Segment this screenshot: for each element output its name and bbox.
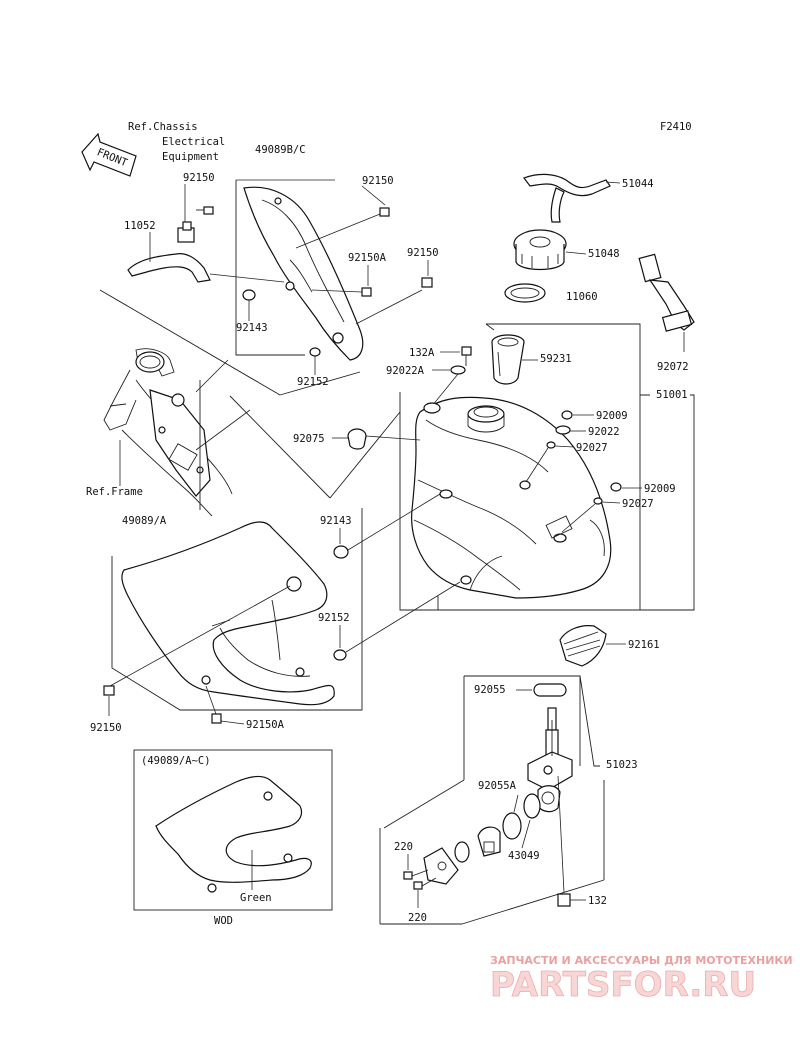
- shroud-bc-box: [235, 180, 305, 356]
- label-132a: 132A: [409, 347, 435, 359]
- grommet-92075-icon: [347, 428, 367, 450]
- bolt-icon: [211, 713, 222, 724]
- label-92150a-a: 92150A: [348, 252, 387, 264]
- label-92009-b: 92009: [644, 483, 676, 495]
- front-arrow-icon: FRONT: [81, 132, 137, 177]
- washer-icon: [555, 425, 571, 435]
- plate-part: [423, 847, 459, 885]
- label-92150-b: 92150: [362, 175, 394, 187]
- ref-chassis-line2: Electrical: [162, 136, 225, 148]
- label-92161: 92161: [628, 639, 660, 651]
- label-92022: 92022: [588, 426, 620, 438]
- screw-icon: [403, 869, 429, 880]
- inset-shroud-part: [155, 775, 312, 883]
- grommet-icon: [333, 545, 349, 559]
- fuel-cap-part: [513, 229, 567, 271]
- bolt-icon: [421, 277, 433, 288]
- label-11052: 11052: [124, 220, 156, 232]
- label-132: 132: [588, 895, 607, 907]
- label-92150-a: 92150: [183, 172, 215, 184]
- bolt-icon: [361, 287, 372, 297]
- shroud-bc-part: [243, 186, 364, 361]
- tank-box-top: [486, 323, 650, 396]
- collar-icon: [309, 347, 321, 357]
- note-49089bc: 49089B/C: [255, 144, 306, 156]
- label-220-b: 220: [408, 912, 427, 924]
- label-51048: 51048: [588, 248, 620, 260]
- lever-part: [477, 826, 501, 857]
- shroud-a-box: [111, 508, 363, 711]
- label-92027-a: 92027: [576, 442, 608, 454]
- inset-title: (49089/A~C): [141, 755, 211, 767]
- label-92027-b: 92027: [622, 498, 654, 510]
- label-92150-c: 92150: [407, 247, 439, 259]
- strap-92072: [638, 253, 695, 332]
- collar-icon: [546, 441, 556, 449]
- oring-92055a: [502, 812, 522, 840]
- label-92143-a: 92143: [236, 322, 268, 334]
- collar-icon: [333, 649, 347, 661]
- gasket-11060: [504, 283, 546, 303]
- label-92152-a: 92152: [297, 376, 329, 388]
- label-92072: 92072: [657, 361, 689, 373]
- label-92009-a: 92009: [596, 410, 628, 422]
- label-51023: 51023: [606, 759, 638, 771]
- label-92055a: 92055A: [478, 780, 517, 792]
- oring-icon: [523, 793, 541, 819]
- breather-hose: [523, 173, 611, 197]
- diagram-code: F2410: [660, 121, 692, 133]
- bolt-132-icon: [557, 893, 571, 907]
- fuel-tank-51001: [411, 396, 612, 599]
- label-92150a-b: 92150A: [246, 719, 285, 731]
- bracket-11052: [127, 253, 211, 283]
- screw-icon: [413, 877, 437, 890]
- fuel-cock-part: [527, 707, 573, 813]
- tank-box-right: [437, 394, 695, 611]
- watermark-tagline: ЗАПЧАСТИ И АКСЕССУАРЫ ДЛЯ МОТОТЕХНИКИ: [490, 954, 793, 967]
- label-11060: 11060: [566, 291, 598, 303]
- label-92055: 92055: [474, 684, 506, 696]
- filter-59231: [491, 334, 525, 385]
- label-92143-b: 92143: [320, 515, 352, 527]
- inset-box: [133, 749, 333, 911]
- washer-icon: [610, 482, 622, 492]
- label-92075: 92075: [293, 433, 325, 445]
- gasket-92055: [533, 683, 567, 697]
- note-49089a: 49089/A: [122, 515, 167, 527]
- label-92152-b: 92152: [318, 612, 350, 624]
- bolt-132a-icon: [461, 346, 472, 366]
- label-92022a: 92022A: [386, 365, 425, 377]
- washer-icon: [450, 365, 466, 375]
- assembly-line: [99, 289, 281, 396]
- watermark-brand: PARTSFOR.RU: [490, 965, 756, 1005]
- label-92150-d: 92150: [90, 722, 122, 734]
- cock-box-top: [464, 675, 600, 767]
- washer-icon: [561, 410, 573, 420]
- bolt-icon: [196, 206, 214, 215]
- ref-chassis-line1: Ref.Chassis: [128, 121, 198, 133]
- collar-icon: [593, 497, 603, 505]
- inset-color-label: Green: [240, 892, 272, 904]
- oring-icon: [454, 841, 470, 863]
- bolt-icon: [103, 685, 115, 696]
- shroud-a-part: [121, 521, 335, 706]
- ref-chassis-line3: Equipment: [162, 151, 219, 163]
- label-43049: 43049: [508, 850, 540, 862]
- ref-frame-label: Ref.Frame: [86, 486, 143, 498]
- label-51044: 51044: [622, 178, 654, 190]
- frame-bracket: [149, 389, 211, 497]
- grommet-icon: [242, 289, 256, 301]
- pad-92161: [559, 625, 607, 667]
- label-51001: 51001: [656, 389, 688, 401]
- inset-caption: WOD: [214, 915, 233, 927]
- label-220-a: 220: [394, 841, 413, 853]
- label-59231: 59231: [540, 353, 572, 365]
- bolt-icon: [379, 207, 390, 217]
